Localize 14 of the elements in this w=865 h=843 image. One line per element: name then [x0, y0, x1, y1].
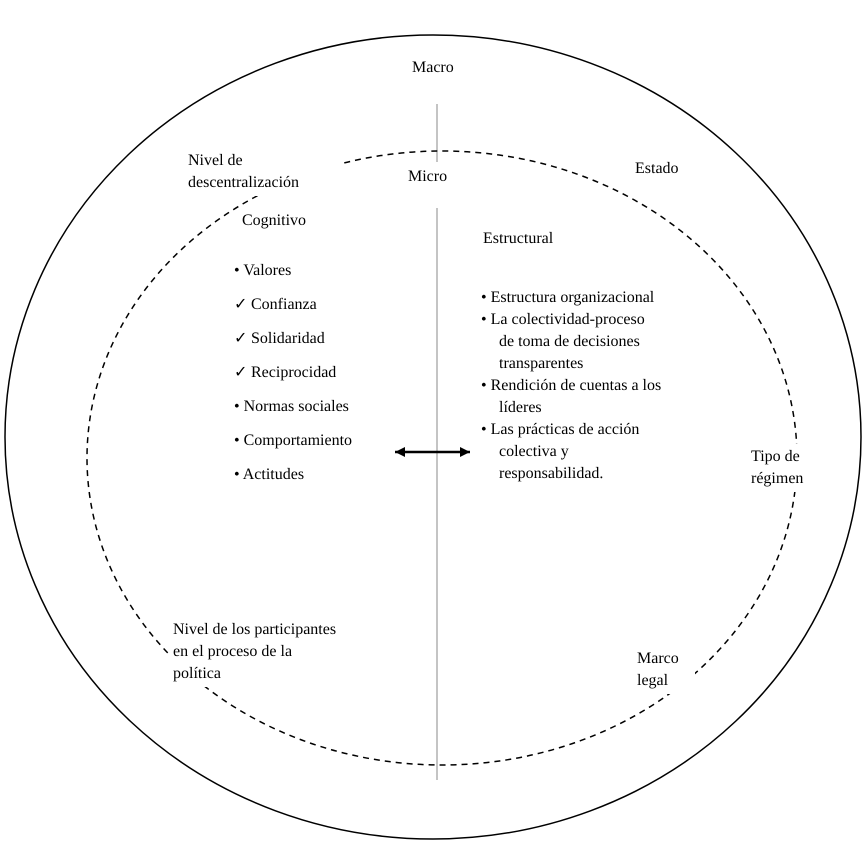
- section-heading: Cognitivo: [242, 211, 306, 231]
- list-item: • Valores: [234, 261, 292, 281]
- list-item: • Rendición de cuentas a los líderes: [481, 376, 662, 418]
- list-item: ✓ Reciprocidad: [234, 363, 338, 383]
- list-item: • La colectividad-proceso de toma de decisiones transparentes: [481, 310, 646, 374]
- list-item: • Actitudes: [234, 465, 306, 485]
- list-item: • Comportamiento: [234, 431, 354, 451]
- list-item: • Las prácticas de acción colectiva y responsabilidad.: [481, 420, 640, 484]
- list-item: ✓ Solidaridad: [234, 329, 326, 349]
- double-arrow: [395, 447, 470, 457]
- list-item: • Estructura organizacional: [481, 288, 656, 308]
- list-item: • Normas sociales: [234, 397, 350, 417]
- list-item: ✓ Confianza: [234, 295, 318, 315]
- section-heading: Estructural: [483, 229, 554, 249]
